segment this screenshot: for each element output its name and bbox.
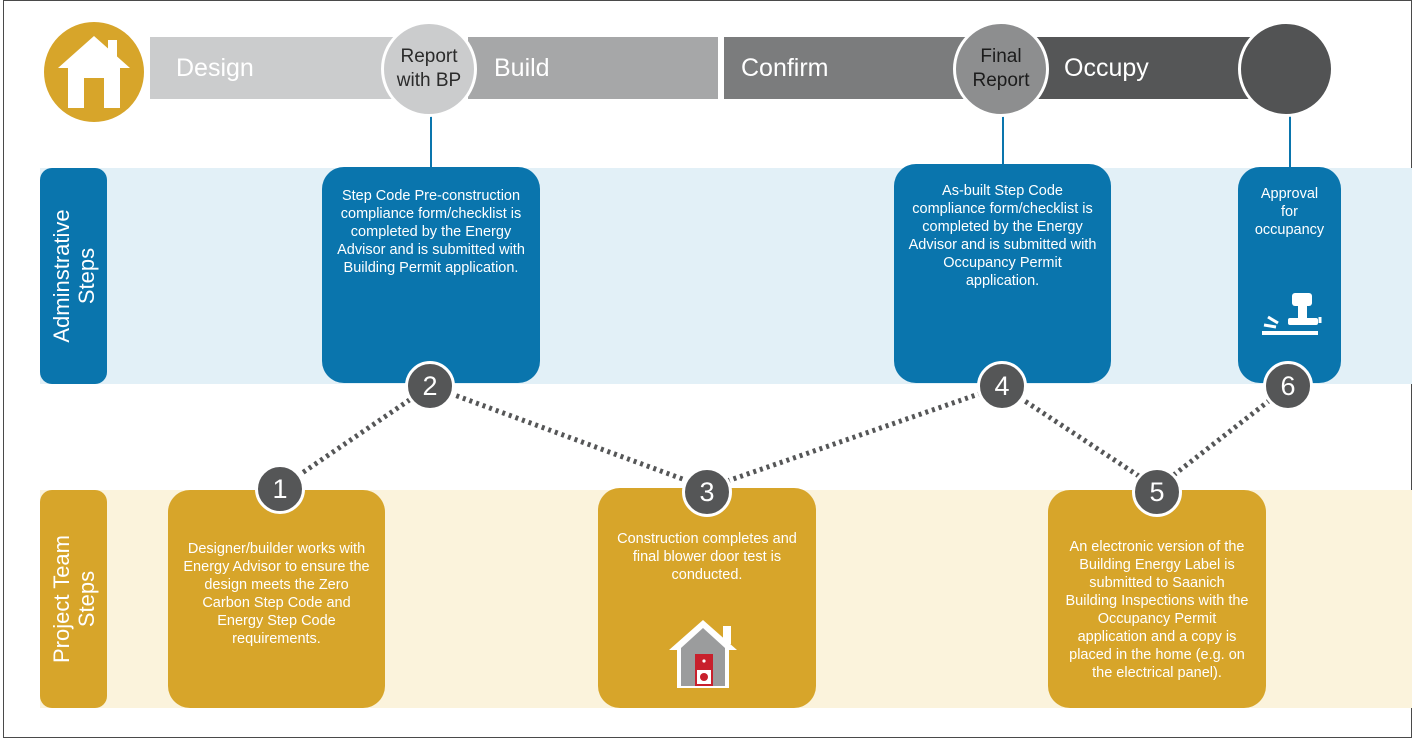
step-1-number: 1 <box>255 464 305 514</box>
link-4-5 <box>1000 383 1159 491</box>
step-5-card: An electronic version of the Building En… <box>1048 490 1266 708</box>
step-4-number: 4 <box>977 361 1027 411</box>
step-5-text: An electronic version of the Building En… <box>1065 539 1249 681</box>
connector-report-bp <box>430 115 432 170</box>
blower-door-house-icon <box>669 620 737 688</box>
house-icon <box>58 36 130 108</box>
link-1-2 <box>278 383 432 491</box>
house-milestone <box>40 18 148 126</box>
link-3-4 <box>706 383 1003 491</box>
administrative-steps-tab: Adminstrative Steps <box>40 168 107 384</box>
stage-build: Build <box>468 37 718 99</box>
connector-occupy <box>1289 115 1291 170</box>
approval-stamp-icon <box>1262 293 1322 335</box>
step-6-number: 6 <box>1263 361 1313 411</box>
step-3-text: Construction completes and final blower … <box>617 531 797 583</box>
step-5-number-label: 5 <box>1149 476 1165 507</box>
step-3-card: Construction completes and final blower … <box>598 488 816 708</box>
stage-confirm: Confirm <box>724 37 974 99</box>
step-2-number: 2 <box>405 361 455 411</box>
administrative-band <box>40 168 1412 384</box>
project-team-steps-tab: Project Team Steps <box>40 490 107 708</box>
step-2-text: Step Code Pre-construction compliance fo… <box>337 188 525 276</box>
step-5-number: 5 <box>1132 467 1182 517</box>
stage-design-label: Design <box>176 53 254 82</box>
stage-build-label: Build <box>494 53 550 82</box>
stage-occupy: Occupy <box>1034 37 1274 99</box>
milestone-final-report-label: Final Report <box>972 46 1030 91</box>
milestone-occupy <box>1238 21 1334 117</box>
step-3-number: 3 <box>682 467 732 517</box>
step-1-number-label: 1 <box>272 473 288 504</box>
milestone-final-report: Final Report <box>953 21 1049 117</box>
stage-occupy-label: Occupy <box>1064 53 1149 82</box>
stage-confirm-label: Confirm <box>741 53 829 82</box>
step-3-number-label: 3 <box>699 476 715 507</box>
step-1-text: Designer/builder works with Energy Advis… <box>183 541 370 647</box>
step-4-text: As-built Step Code compliance form/check… <box>908 183 1097 289</box>
milestone-report-with-bp: Report with BP <box>381 21 477 117</box>
stage-design: Design <box>150 37 398 99</box>
milestone-report-with-bp-label: Report with BP <box>396 46 462 91</box>
connector-final-report <box>1002 115 1004 167</box>
step-4-card: As-built Step Code compliance form/check… <box>894 164 1111 383</box>
step-1-card: Designer/builder works with Energy Advis… <box>168 490 385 708</box>
step-2-card: Step Code Pre-construction compliance fo… <box>322 167 540 383</box>
step-4-number-label: 4 <box>994 370 1010 401</box>
step-2-number-label: 2 <box>422 370 438 401</box>
link-2-3 <box>429 383 708 491</box>
step-6-text: Approval for occupancy <box>1254 186 1325 238</box>
step-6-card: Approval for occupancy <box>1238 167 1341 383</box>
step-6-number-label: 6 <box>1280 370 1296 401</box>
